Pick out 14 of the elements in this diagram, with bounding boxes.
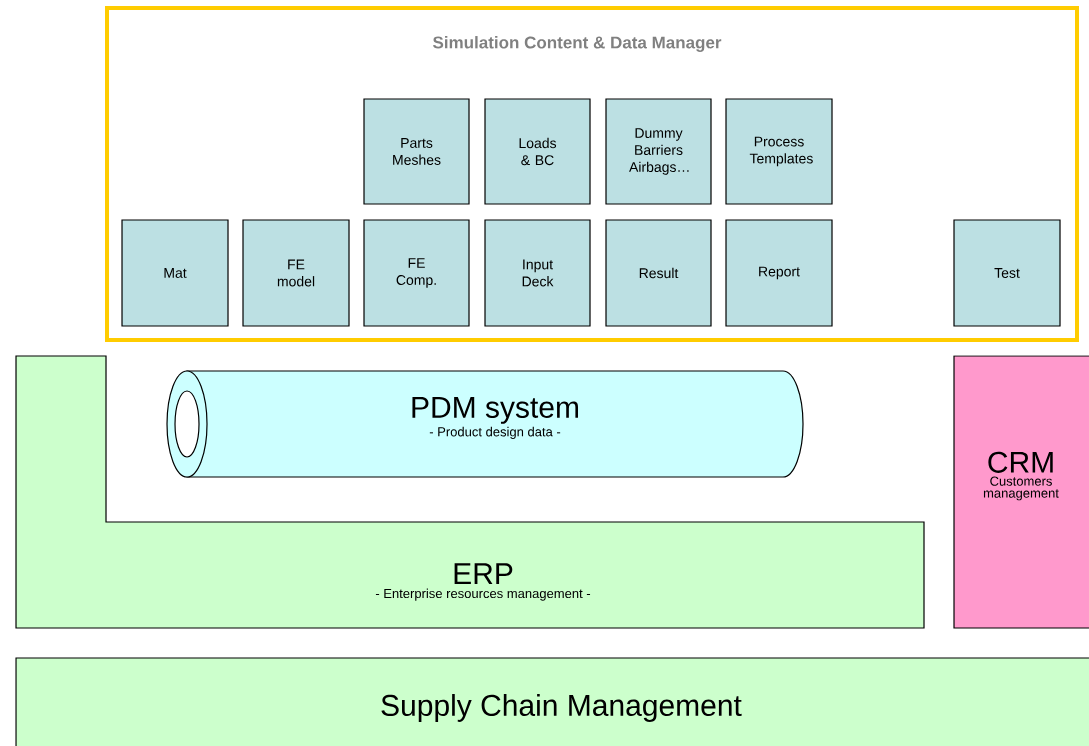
supply-chain-band: Supply Chain Management: [15, 657, 1089, 746]
component-box: Result: [605, 219, 712, 327]
component-box: Mat: [121, 219, 229, 327]
component-box: Loads & BC: [484, 98, 591, 205]
component-box: Parts Meshes: [363, 98, 470, 205]
component-box: Report: [725, 219, 833, 327]
component-box: FE model: [242, 219, 350, 327]
component-box: Dummy Barriers Airbags…: [605, 98, 712, 205]
component-box: Test: [953, 219, 1061, 327]
component-box: FE Comp.: [363, 219, 470, 327]
component-box: Process Templates: [725, 98, 833, 205]
database-cylinder: PDM system - Product design data -: [166, 370, 804, 478]
crm-block: CRM Customers management: [953, 355, 1089, 629]
component-box: Input Deck: [484, 219, 591, 327]
